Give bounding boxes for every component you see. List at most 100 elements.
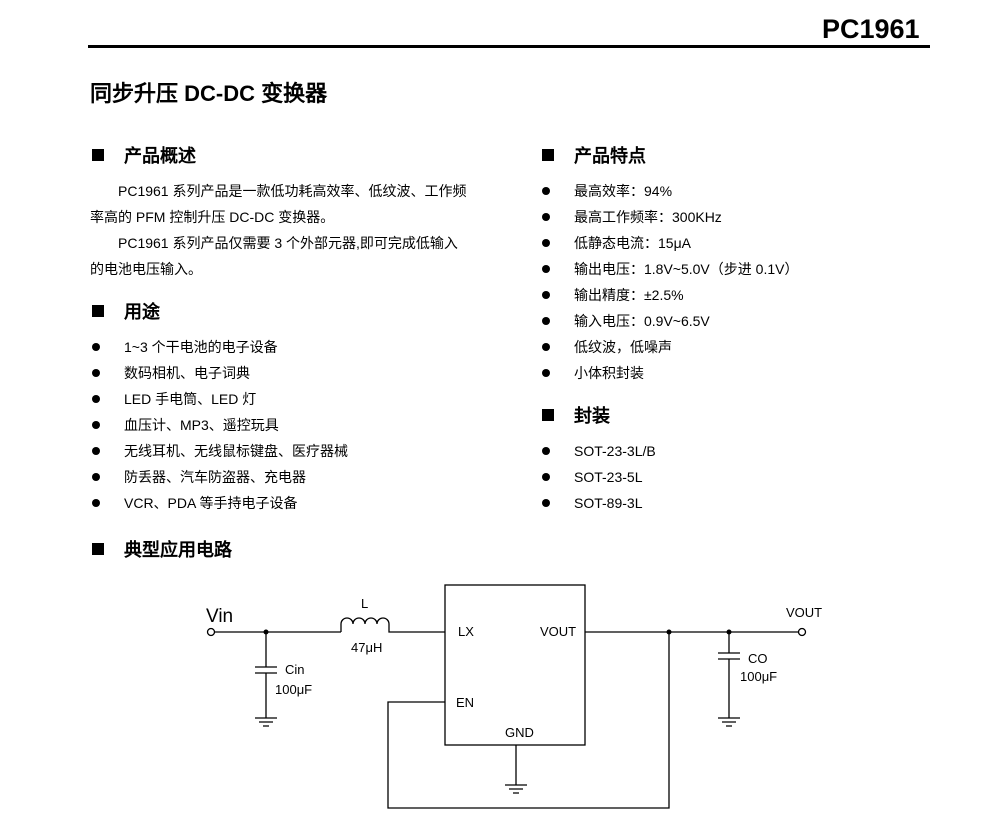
bullet-icon [542,213,550,221]
ic-box [444,584,586,746]
list-item: 小体积封装 [542,360,798,386]
bullet-icon [92,343,100,351]
item-text: 1~3 个干电池的电子设备 [124,339,278,355]
vin-label: Vin [206,606,233,627]
co-label: CO [748,651,768,666]
item-text: SOT-23-3L/B [574,443,656,459]
part-number: PC1961 [822,14,920,44]
heading-text: 典型应用电路 [124,540,232,560]
item-text: LED 手电筒、LED 灯 [124,391,257,407]
pin-lx: LX [458,624,474,639]
list-item: LED 手电筒、LED 灯 [92,386,348,412]
bullet-icon [92,395,100,403]
item-text: 低纹波，低噪声 [574,339,672,355]
bullet-icon [542,317,550,325]
bullet-icon [542,499,550,507]
junction-dot-icon [726,629,732,635]
item-text: 无线耳机、无线鼠标键盘、医疗器械 [124,443,348,459]
list-item: 最高效率：94% [542,178,798,204]
ground-icon [505,784,527,794]
pin-vout: VOUT [540,624,576,639]
list-item: 输入电压：0.9V~6.5V [542,308,798,334]
list-item: 最高工作频率：300KHz [542,204,798,230]
junction-dot-icon [666,629,672,635]
bullet-icon [542,239,550,247]
applications-list: 1~3 个干电池的电子设备 数码相机、电子词典 LED 手电筒、LED 灯 血压… [92,334,348,516]
heading-text: 封装 [574,406,610,426]
ground-icon [255,717,277,727]
inductor-value: 47μH [351,640,382,655]
features-heading: 产品特点 [542,142,646,168]
heading-text: 用途 [124,302,160,322]
cin-label: Cin [285,662,305,677]
applications-heading: 用途 [92,298,160,324]
list-item: SOT-89-3L [542,490,656,516]
bullet-icon [542,291,550,299]
list-item: 血压计、MP3、遥控玩具 [92,412,348,438]
pin-en: EN [456,695,474,710]
item-text: 输入电压：0.9V~6.5V [574,313,710,329]
bullet-icon [92,421,100,429]
list-item: 数码相机、电子词典 [92,360,348,386]
heading-text: 产品特点 [574,146,646,166]
vout-label: VOUT [786,605,822,620]
packages-list: SOT-23-3L/B SOT-23-5L SOT-89-3L [542,438,656,516]
item-text: 最高工作频率：300KHz [574,209,722,225]
packages-heading: 封装 [542,402,610,428]
item-text: 血压计、MP3、遥控玩具 [124,417,279,433]
item-text: SOT-89-3L [574,495,643,511]
bullet-icon [92,447,100,455]
cin-value: 100μF [275,682,312,697]
bullet-icon [92,473,100,481]
bullet-icon [542,447,550,455]
square-bullet-icon [542,409,554,421]
ground-icon [718,717,740,727]
pin-gnd: GND [505,725,534,740]
item-text: 低静态电流：15μA [574,235,691,251]
list-item: 防丢器、汽车防盗器、充电器 [92,464,348,490]
co-capacitor-icon [718,632,740,718]
list-item: VCR、PDA 等手持电子设备 [92,490,348,516]
list-item: 输出精度：±2.5% [542,282,798,308]
bullet-icon [92,369,100,377]
square-bullet-icon [542,149,554,161]
overview-paragraph-1: PC1961 系列产品是一款低功耗高效率、低纹波、工作频率高的 PFM 控制升压… [90,183,467,225]
square-bullet-icon [92,149,104,161]
item-text: 最高效率：94% [574,183,673,199]
list-item: 输出电压：1.8V~5.0V（步进 0.1V） [542,256,798,282]
item-text: 输出电压：1.8V~5.0V（步进 0.1V） [574,261,799,277]
vin-terminal-icon [206,627,216,637]
item-text: 防丢器、汽车防盗器、充电器 [124,469,306,485]
item-text: SOT-23-5L [574,469,643,485]
item-text: 小体积封装 [574,365,644,381]
square-bullet-icon [92,543,104,555]
heading-text: 产品概述 [124,146,196,166]
list-item: SOT-23-3L/B [542,438,656,464]
square-bullet-icon [92,305,104,317]
vout-terminal-icon [797,627,807,637]
list-item: 无线耳机、无线鼠标键盘、医疗器械 [92,438,348,464]
list-item: 低纹波，低噪声 [542,334,798,360]
inductor-icon [340,617,445,633]
cin-capacitor-icon [255,632,277,718]
item-text: 输出精度：±2.5% [574,287,684,303]
wire-en-feedback [387,632,670,809]
overview-paragraph-2: PC1961 系列产品仅需要 3 个外部元器,即可完成低输入的电池电压输入。 [90,235,458,277]
junction-dot-icon [263,629,269,635]
bullet-icon [542,343,550,351]
features-list: 最高效率：94% 最高工作频率：300KHz 低静态电流：15μA 输出电压：1… [542,178,798,386]
co-value: 100μF [740,669,777,684]
bullet-icon [542,187,550,195]
inductor-label: L [361,596,368,611]
item-text: 数码相机、电子词典 [124,365,250,381]
bullet-icon [542,369,550,377]
list-item: SOT-23-5L [542,464,656,490]
header-rule [88,45,930,48]
item-text: VCR、PDA 等手持电子设备 [124,495,298,511]
bullet-icon [542,265,550,273]
page-title: 同步升压 DC-DC 变换器 [90,81,328,106]
bullet-icon [542,473,550,481]
list-item: 低静态电流：15μA [542,230,798,256]
overview-heading: 产品概述 [92,142,196,168]
